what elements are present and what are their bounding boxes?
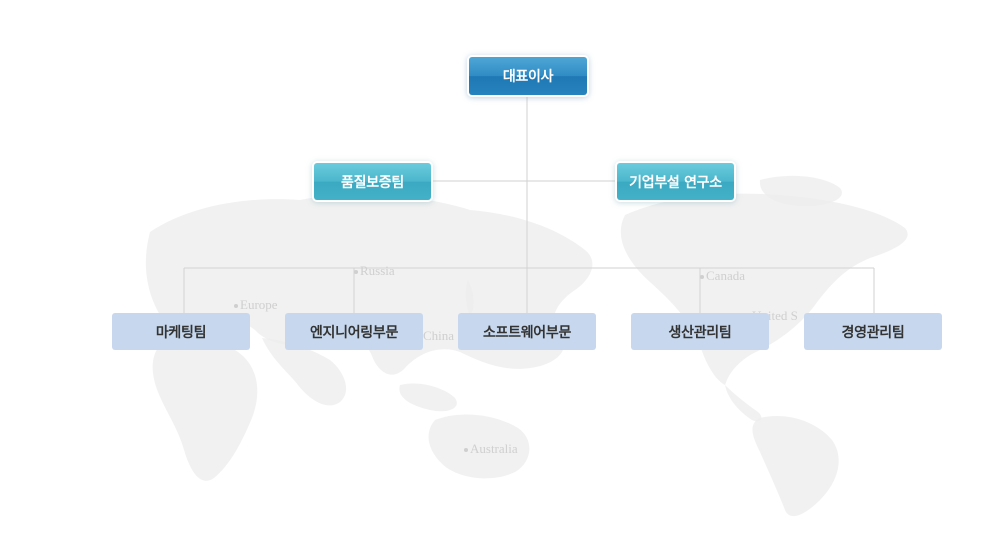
quality-assurance-box: 품질보증팀 [314,163,431,200]
map-label-china: China [423,328,455,343]
ceo-box: 대표이사 [469,57,587,95]
team-box-engineering: 엔지니어링부문 [285,313,423,350]
team-box-production: 생산관리팀 [631,313,769,350]
team-box-marketing: 마케팅팀 [112,313,250,350]
team-box-management: 경영관리팀 [804,313,942,350]
map-label-canada: Canada [700,268,745,284]
map-landmasses [145,175,908,517]
research-lab-box: 기업부설 연구소 [617,163,734,200]
map-label-russia: Russia [354,263,395,279]
map-label-australia: Australia [464,441,518,457]
map-label-europe: Europe [234,297,278,313]
team-box-software: 소프트웨어부문 [458,313,596,350]
